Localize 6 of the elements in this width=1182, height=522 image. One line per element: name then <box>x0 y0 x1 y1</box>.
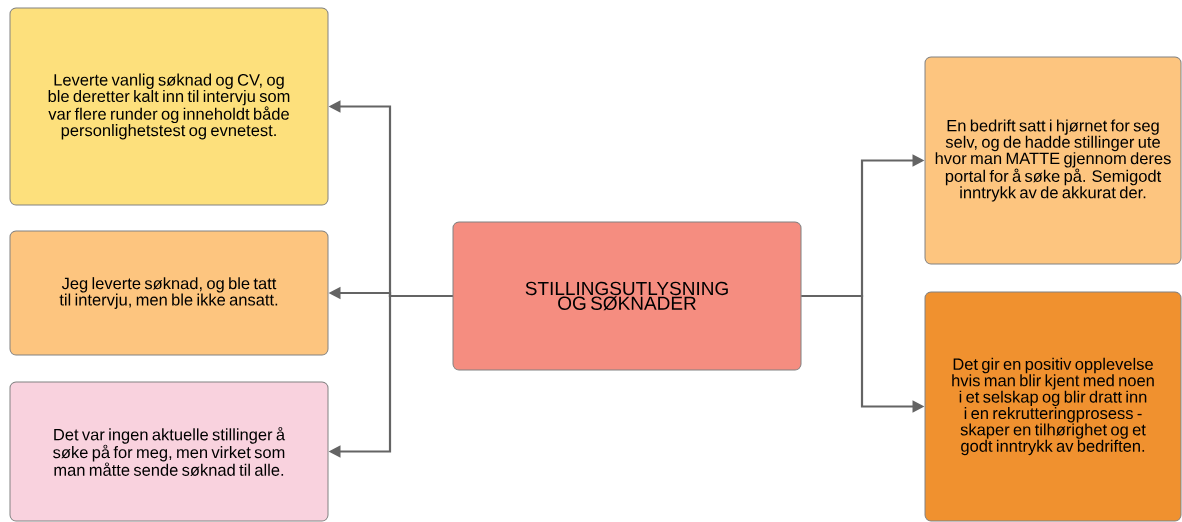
note-box: Det gir en positiv opplevelse hvis man blir kjent med noen i et selskap og blir dratt inn i en rekrutteringprosess - skaper en tilhørighet og et godt inntrykk av bedriften. <box>924 291 1182 522</box>
note-box: Leverte vanlig søknad og CV, og ble deretter kalt inn til intervju som var flere runder og inneholdt både personlighetstest og evnetest. <box>9 7 329 206</box>
note-box: Jeg leverte søknad, og ble tatt til intervju, men ble ikke ansatt. <box>9 230 329 356</box>
note-box: Det var ingen aktuelle stillinger å søke på for meg, men virket som man måtte sende søknad til alle. <box>9 381 329 522</box>
topic-box: STILLINGSUTLYSNING OG SØKNADER <box>452 221 802 371</box>
note-box: En bedrift satt i hjørnet for seg selv, og de hadde stillinger ute hvor man MATTE gjennom deres portal for å søke på. Semigodt inntrykk av de akkurat der. <box>924 56 1182 265</box>
